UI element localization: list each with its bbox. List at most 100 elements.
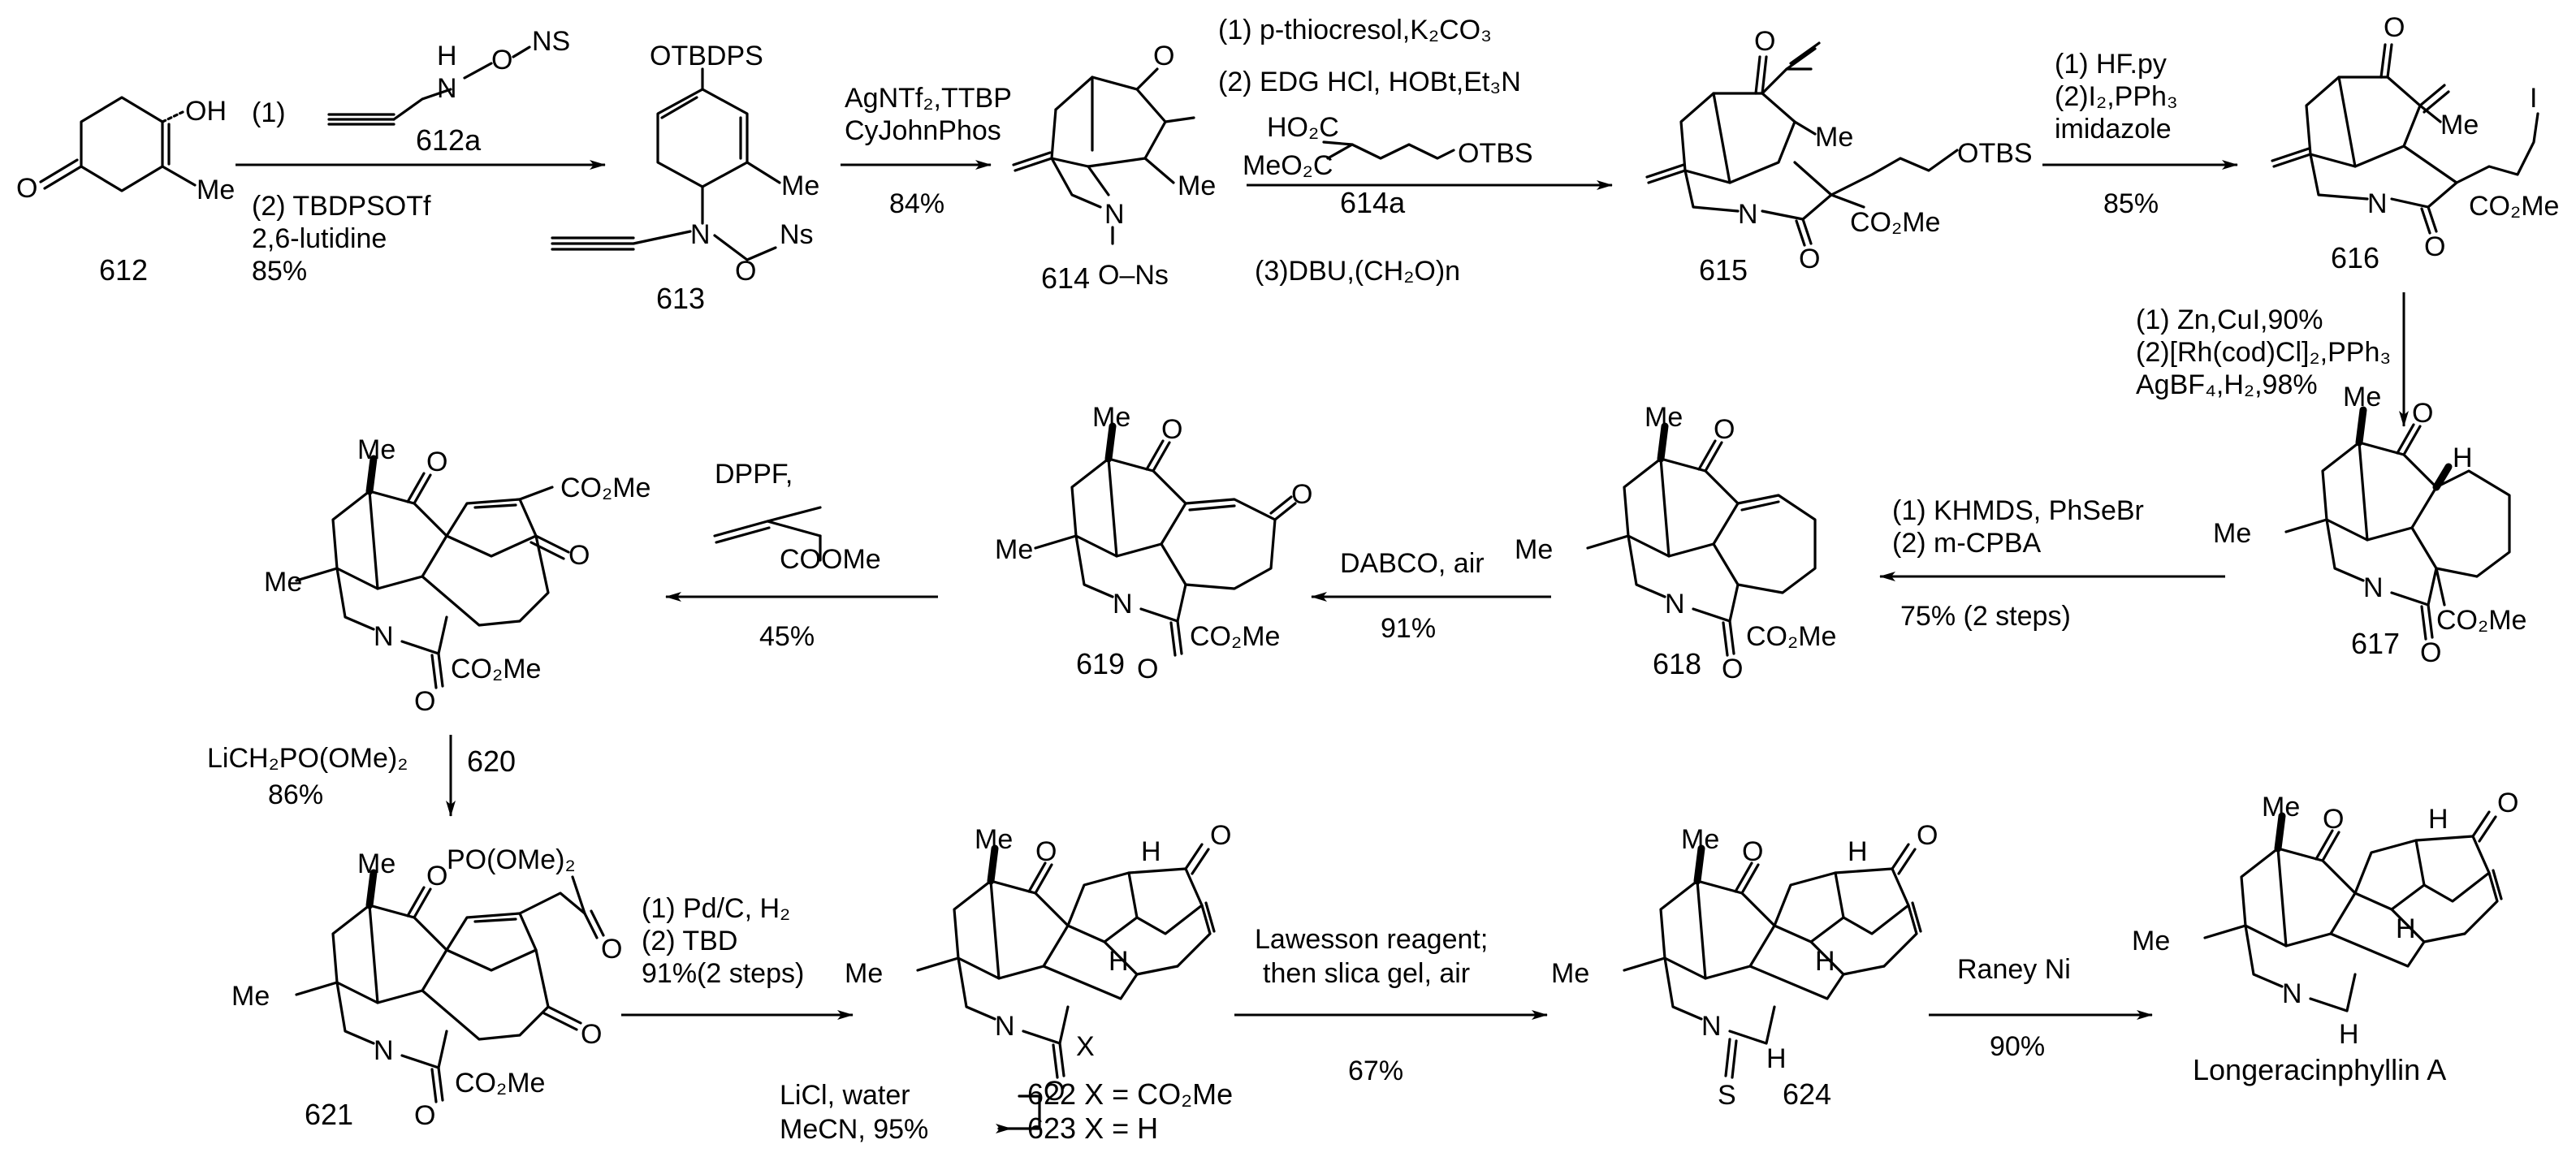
svg-text:N: N	[1701, 1011, 1722, 1042]
svg-text:H: H	[2396, 913, 2416, 944]
svg-text:O: O	[2420, 637, 2441, 668]
step-8-conditions: DPPF, COOMe 45%	[713, 459, 881, 652]
svg-text:Me: Me	[845, 958, 883, 989]
svg-text:CO₂Me: CO₂Me	[560, 473, 650, 503]
hydroxyl-label: OH	[185, 96, 227, 127]
svg-text:(1) Pd/C, H₂: (1) Pd/C, H₂	[642, 893, 790, 924]
svg-text:Me: Me	[357, 848, 395, 879]
compound-612-structure: O OH Me 612	[16, 96, 235, 287]
compound-613-structure: OTBDPS Me N O Ns 613	[551, 41, 819, 315]
compound-624-label: 624	[1783, 1077, 1831, 1111]
svg-text:Me: Me	[1092, 402, 1130, 433]
svg-text:O: O	[2424, 231, 2445, 262]
compound-622-label: 622 X = CO₂Me	[1027, 1077, 1233, 1111]
svg-text:90%: 90%	[1990, 1031, 2045, 1062]
svg-text:O: O	[581, 1019, 602, 1050]
compound-617-label: 617	[2351, 627, 2400, 660]
svg-text:91%(2 steps): 91%(2 steps)	[642, 958, 804, 989]
svg-text:AgBF₄,H₂,98%: AgBF₄,H₂,98%	[2136, 369, 2318, 400]
compound-621-structure: PO(OMe)₂ O Me O O Me N O CO₂Me 621	[231, 844, 622, 1131]
svg-text:O: O	[1742, 836, 1763, 867]
svg-text:N: N	[2367, 188, 2388, 219]
compound-617-structure: Me O H Me N O CO₂Me 617	[2213, 382, 2526, 668]
compound-612a-label: 612a	[416, 123, 482, 157]
svg-text:O: O	[735, 256, 756, 287]
svg-text:OTBDPS: OTBDPS	[650, 41, 763, 71]
svg-text:45%: 45%	[759, 621, 815, 652]
compound-621-label: 621	[305, 1098, 353, 1131]
step-3-conditions: (1) p-thiocresol,K₂CO₃ (2) EDG HCl, HOBt…	[1218, 15, 1533, 287]
svg-text:(2) TBD: (2) TBD	[642, 926, 737, 956]
svg-text:I: I	[2530, 83, 2537, 114]
svg-text:(1) KHMDS, PhSeBr: (1) KHMDS, PhSeBr	[1892, 495, 2144, 526]
compound-615-structure: O Me N O CO₂Me OTBS 615	[1645, 26, 2033, 287]
svg-text:Me: Me	[1551, 958, 1589, 989]
svg-text:(1): (1)	[252, 97, 286, 128]
svg-text:O: O	[491, 45, 512, 76]
svg-text:AgNTf₂,TTBP: AgNTf₂,TTBP	[845, 83, 1012, 114]
compound-618-structure: Me O Me N O CO₂Me 618	[1515, 402, 1836, 684]
svg-text:O: O	[2412, 398, 2433, 429]
compound-619-label: 619	[1076, 647, 1125, 680]
compound-612-label: 612	[99, 253, 148, 287]
svg-text:Me: Me	[264, 567, 302, 598]
svg-text:(2)I₂,PPh₃: (2)I₂,PPh₃	[2055, 81, 2178, 112]
svg-text:(2) TBDPSOTf: (2) TBDPSOTf	[252, 191, 431, 222]
svg-text:Ns: Ns	[780, 219, 814, 250]
svg-text:85%: 85%	[252, 256, 307, 287]
step-12-conditions: Lawesson reagent; then slica gel, air 67…	[1255, 924, 1488, 1086]
svg-text:Me: Me	[1515, 534, 1553, 565]
svg-text:O: O	[1714, 414, 1735, 445]
svg-text:DPPF,: DPPF,	[715, 459, 793, 490]
methyl-label: Me	[197, 175, 235, 205]
svg-text:OTBS: OTBS	[1957, 138, 2033, 169]
svg-text:S: S	[1718, 1080, 1736, 1111]
step-5-conditions: (1) Zn,CuI,90% (2)[Rh(cod)Cl]₂,PPh₃ AgBF…	[2136, 304, 2391, 400]
compound-618-label: 618	[1653, 647, 1701, 680]
svg-text:O: O	[1722, 654, 1743, 684]
svg-text:O: O	[1137, 654, 1158, 684]
svg-text:MeCN, 95%: MeCN, 95%	[780, 1114, 928, 1145]
svg-text:Me: Me	[357, 434, 395, 465]
svg-text:84%: 84%	[889, 188, 944, 219]
svg-text:(2) m-CPBA: (2) m-CPBA	[1892, 528, 2042, 559]
longeracinphyllin-a-structure: Me O H O H H Me N Longeracinphyllin A	[2132, 788, 2518, 1086]
compound-614-label: 614	[1041, 261, 1090, 295]
svg-text:H: H	[1815, 946, 1835, 977]
svg-text:O: O	[1917, 820, 1938, 851]
longeracinphyllin-a-label: Longeracinphyllin A	[2193, 1053, 2446, 1086]
svg-text:H: H	[2428, 804, 2448, 835]
svg-text:Me: Me	[1645, 402, 1683, 433]
svg-text:O: O	[1754, 26, 1775, 57]
svg-text:N: N	[374, 1035, 394, 1066]
compound-613-label: 613	[656, 282, 705, 315]
svg-text:(2) EDG HCl, HOBt,Et₃N: (2) EDG HCl, HOBt,Et₃N	[1218, 67, 1521, 97]
svg-text:Lawesson reagent;: Lawesson reagent;	[1255, 924, 1488, 955]
svg-text:OTBS: OTBS	[1458, 138, 1533, 169]
svg-text:imidazole: imidazole	[2055, 114, 2172, 145]
svg-text:CO₂Me: CO₂Me	[455, 1068, 545, 1099]
svg-text:O–Ns: O–Ns	[1098, 260, 1169, 291]
compound-623-label: 623 X = H	[1027, 1112, 1158, 1145]
svg-text:2,6-lutidine: 2,6-lutidine	[252, 223, 387, 254]
svg-text:(2)[Rh(cod)Cl]₂,PPh₃: (2)[Rh(cod)Cl]₂,PPh₃	[2136, 337, 2391, 368]
svg-text:N: N	[374, 621, 394, 652]
step-11-conditions: LiCl, water MeCN, 95% 622 X = CO₂Me 623 …	[780, 1077, 1233, 1145]
svg-text:75% (2 steps): 75% (2 steps)	[1900, 601, 2071, 632]
svg-text:Me: Me	[1815, 122, 1853, 153]
svg-text:(3)DBU,(CH₂O)n: (3)DBU,(CH₂O)n	[1255, 256, 1460, 287]
svg-text:CO₂Me: CO₂Me	[2469, 191, 2559, 222]
svg-text:CO₂Me: CO₂Me	[1190, 621, 1280, 652]
step-4-conditions: (1) HF.py (2)I₂,PPh₃ imidazole 85%	[2055, 49, 2178, 219]
svg-text:O: O	[568, 540, 590, 571]
svg-text:PO(OMe)₂: PO(OMe)₂	[447, 844, 576, 875]
svg-text:O: O	[1161, 414, 1182, 445]
svg-text:N: N	[2282, 978, 2302, 1009]
svg-text:H: H	[1141, 836, 1161, 867]
svg-text:H: H	[1766, 1043, 1787, 1074]
svg-text:O: O	[2497, 788, 2518, 818]
svg-text:O: O	[1291, 479, 1312, 510]
svg-text:N: N	[1104, 199, 1125, 230]
svg-text:Me: Me	[231, 981, 270, 1012]
